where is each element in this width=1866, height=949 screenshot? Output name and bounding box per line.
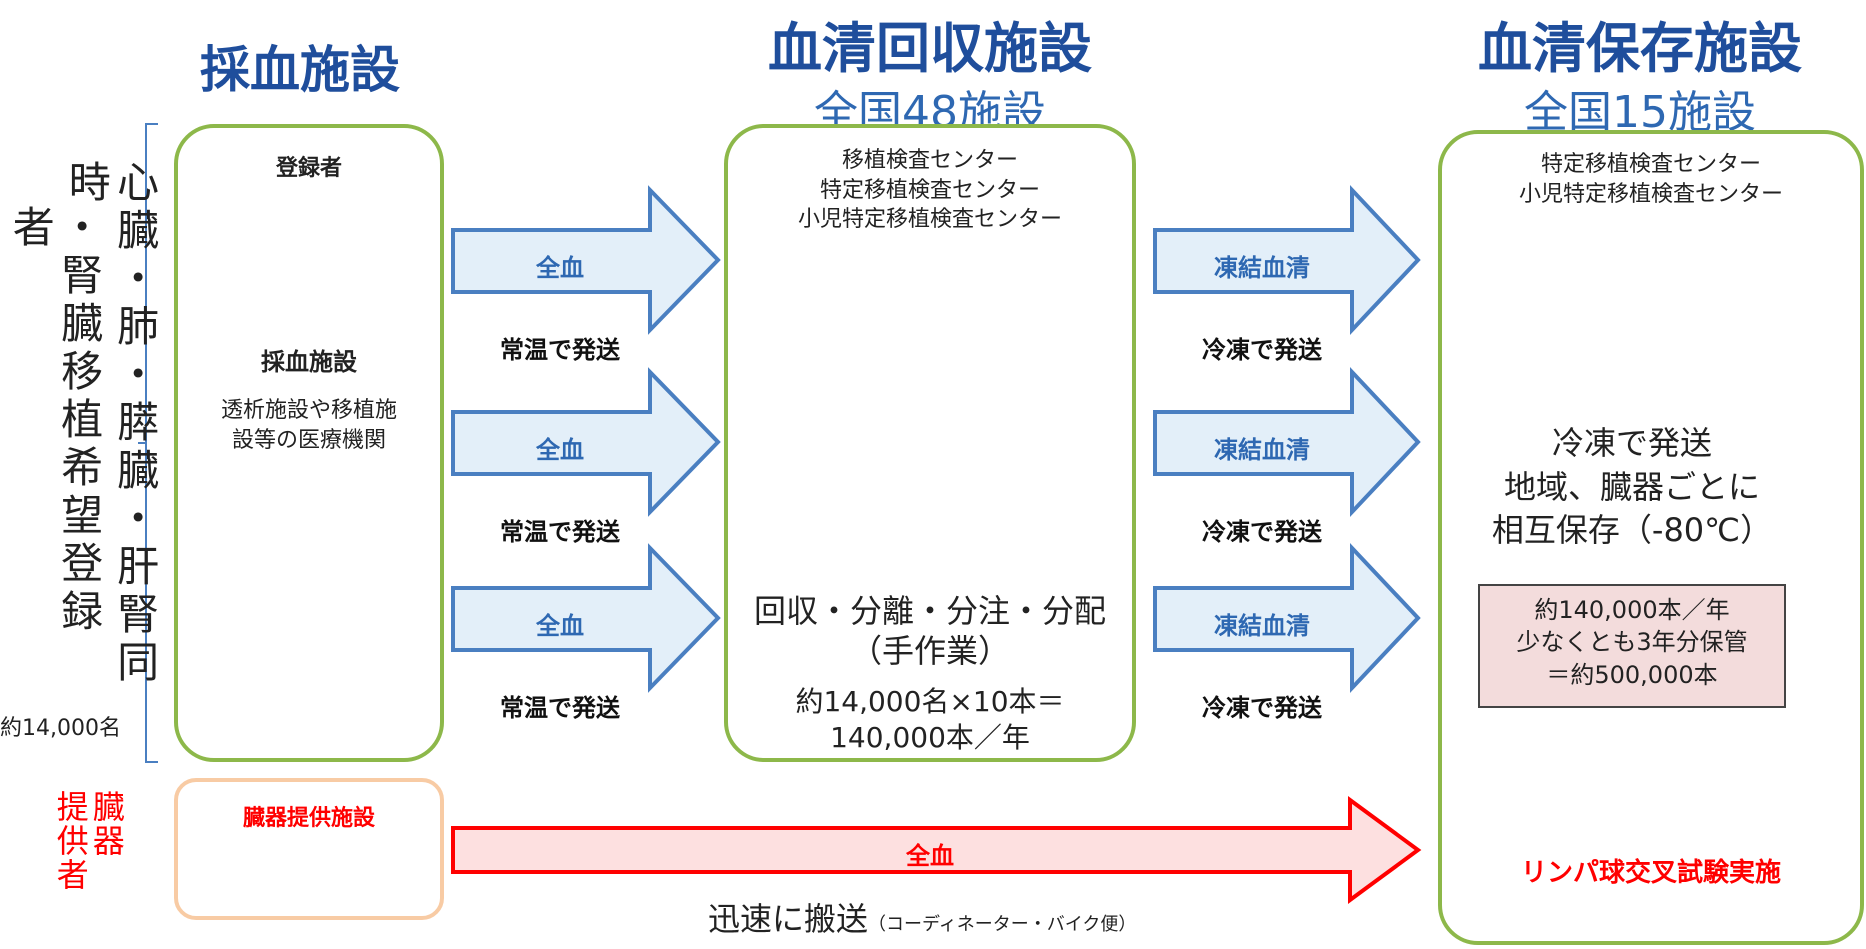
arrow-whole-blood-1 — [451, 185, 721, 335]
donor-arrow-label: 全血 — [906, 842, 954, 870]
storage-facility-box — [1438, 130, 1864, 945]
storage-facility-header: 血清保存施設 — [1478, 17, 1802, 80]
collection-facility-desc-1: 透析施設や移植施 — [220, 398, 397, 423]
donor-organ-label: 臓器 — [87, 790, 126, 858]
transport-text: 迅速に搬送（コーディネーター・バイク便） — [708, 894, 1136, 940]
registrant-bracket — [138, 123, 158, 763]
send-label-frozen-3: 冷凍で発送 — [1202, 694, 1322, 722]
storage-stock-2: 少なくとも3年分保管 — [1516, 628, 1748, 657]
arrow-frozen-serum-1 — [1153, 184, 1421, 336]
crossmatch-test-label: リンパ球交叉試験実施 — [1520, 858, 1781, 888]
storage-exchange-text: 冷凍で発送 地域、臓器ごとに 相互保存（-80℃） — [1438, 422, 1826, 553]
registrant-count: 約14,000名 — [0, 716, 121, 741]
arrow-donor-whole-blood — [451, 796, 1422, 904]
registrant-organ-label: 心臓・肺・膵臓・肝腎同時 — [62, 160, 160, 688]
collection-facility-header: 採血施設 — [200, 41, 400, 99]
storage-exchange-1: 冷凍で発送 — [1551, 424, 1712, 462]
arrow-whole-blood-2 — [451, 367, 721, 517]
arrow-frozen-serum-2 — [1153, 366, 1421, 518]
recovery-process-note: （手作業） — [849, 632, 1010, 670]
registrant-title: 登録者 — [275, 156, 342, 181]
storage-stock-1: 約140,000本／年 — [1534, 596, 1730, 624]
send-label-frozen-2: 冷凍で発送 — [1202, 518, 1322, 546]
arrow-label-whole-blood-1: 全血 — [536, 254, 584, 282]
recovery-center-3: 小児特定移植検査センター — [797, 207, 1062, 233]
collection-facility-title: 採血施設 — [261, 348, 357, 376]
send-label-room-temp-2: 常温で発送 — [500, 518, 620, 546]
storage-stock-box: 約140,000本／年 少なくとも3年分保管 ＝約500,000本 — [1478, 584, 1786, 708]
recovery-process: 回収・分離・分注・分配 — [753, 592, 1106, 630]
arrow-label-whole-blood-3: 全血 — [536, 612, 584, 640]
storage-exchange-3: 相互保存（-80℃） — [1491, 511, 1773, 550]
transport-note: （コーディネーター・バイク便） — [868, 914, 1137, 935]
donor-provider-label: 提供者 — [51, 790, 90, 892]
arrow-label-frozen-serum-1: 凍結血清 — [1214, 254, 1310, 282]
storage-center-1: 特定移植検査センター — [1540, 152, 1761, 177]
recovery-volume-1: 約14,000名×10本＝ — [795, 685, 1065, 718]
arrow-label-whole-blood-2: 全血 — [536, 436, 584, 464]
storage-exchange-2: 地域、臓器ごとに — [1503, 467, 1760, 506]
arrow-frozen-serum-3 — [1153, 542, 1421, 694]
arrow-whole-blood-3 — [451, 543, 721, 693]
transport-main: 迅速に搬送 — [708, 900, 869, 938]
storage-facility-count: 全国15施設 — [1524, 87, 1756, 138]
recovery-facility-box — [724, 124, 1136, 762]
storage-stock-3: ＝約500,000本 — [1546, 660, 1718, 689]
storage-center-list: 特定移植検査センター 小児特定移植検査センター — [1438, 150, 1864, 209]
storage-center-2: 小児特定移植検査センター — [1518, 181, 1783, 207]
send-label-frozen-1: 冷凍で発送 — [1202, 336, 1322, 364]
donor-facility-title: 臓器提供施設 — [242, 806, 375, 831]
send-label-room-temp-1: 常温で発送 — [500, 336, 620, 364]
recovery-center-list: 移植検査センター 特定移植検査センター 小児特定移植検査センター — [724, 146, 1136, 235]
arrow-label-frozen-serum-2: 凍結血清 — [1214, 436, 1310, 464]
recovery-facility-header: 血清回収施設 — [768, 17, 1092, 80]
recovery-volume-2: 140,000本／年 — [830, 721, 1030, 754]
recovery-center-1: 移植検査センター — [841, 148, 1018, 173]
send-label-room-temp-3: 常温で発送 — [500, 694, 620, 722]
registrant-label: ・腎臓移植希望登録者 — [6, 205, 104, 637]
collection-facility-desc-2: 設等の医療機関 — [231, 428, 386, 453]
recovery-center-2: 特定移植検査センター — [819, 177, 1040, 203]
collection-facility-box — [174, 124, 444, 762]
arrow-label-frozen-serum-3: 凍結血清 — [1214, 612, 1310, 640]
donor-facility-box — [174, 778, 444, 920]
